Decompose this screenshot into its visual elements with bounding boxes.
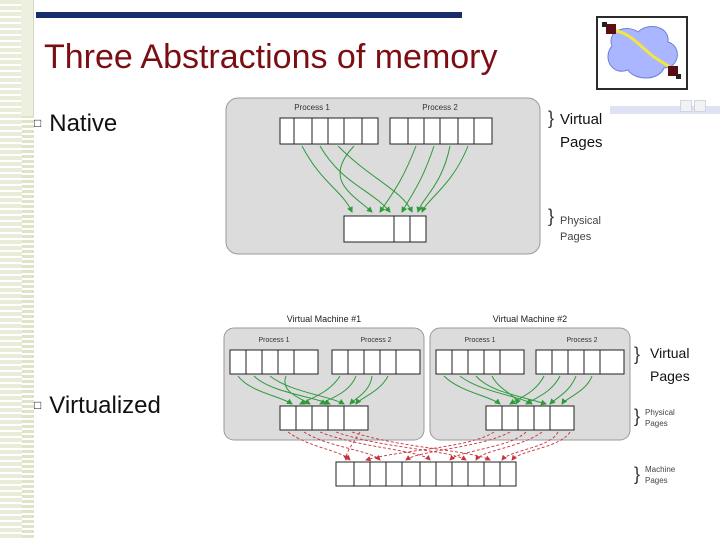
vm-physical-pages (279, 405, 575, 431)
svg-text:}: } (548, 206, 554, 226)
native-process-1-pages (279, 117, 379, 145)
native-diagram: Process 1 Process 2 } } Virtual Pages Ph… (225, 97, 603, 255)
virtualized-diagram: Virtual Machine #1 Virtual Machine #2 Pr… (223, 314, 690, 487)
native-mapping-arrows (301, 145, 469, 213)
vm-1-process-1-label: Process 1 (258, 337, 289, 344)
vm-2-process-1-label: Process 1 (464, 337, 495, 344)
svg-text:}: } (634, 344, 640, 364)
bullet-virtualized-label: Virtualized (49, 392, 161, 419)
vm-1-process-2-label: Process 2 (360, 337, 391, 344)
svg-text:}: } (634, 406, 640, 426)
virtualized-virtual-pages-label: Virtual (650, 345, 689, 361)
virtualized-virtual-pages-label-2: Pages (650, 368, 690, 384)
native-physical-pages-label-2: Pages (560, 231, 592, 243)
virtualized-physical-pages-label-2: Pages (645, 419, 668, 428)
bullet-native: □ Native (34, 110, 117, 138)
slide-title: Three Abstractions of memory (44, 38, 498, 76)
vm-mapping-arrows (237, 375, 593, 406)
bullet-icon: □ (34, 398, 42, 412)
svg-text:}: } (634, 464, 640, 484)
vm-process-pages (229, 349, 625, 375)
vm-2-label: Virtual Machine #2 (493, 314, 567, 324)
logo-decoration (610, 100, 720, 130)
virtualized-physical-pages-label: Physical (645, 408, 675, 417)
native-virtual-pages-label: Virtual (560, 111, 602, 128)
machine-pages (335, 461, 517, 487)
machine-pages-label-2: Pages (645, 476, 668, 485)
svg-text:}: } (548, 108, 554, 128)
logo-icon (596, 16, 688, 90)
native-physical-pages-label: Physical (560, 215, 601, 227)
native-process-1-label: Process 1 (294, 103, 330, 112)
bullet-virtualized: □ Virtualized (34, 392, 161, 420)
vm-2-process-2-label: Process 2 (566, 337, 597, 344)
native-process-2-pages (389, 117, 493, 145)
machine-mapping-arrows (287, 431, 571, 462)
bullet-native-label: Native (49, 110, 118, 137)
side-accent-bar (21, 0, 34, 116)
machine-pages-label: Machine (645, 465, 676, 474)
title-rule (36, 12, 462, 18)
native-physical-pages (343, 215, 427, 243)
native-virtual-pages-label-2: Pages (560, 134, 603, 151)
vm-1-label: Virtual Machine #1 (287, 314, 361, 324)
native-process-2-label: Process 2 (422, 103, 458, 112)
bullet-icon: □ (34, 116, 42, 130)
